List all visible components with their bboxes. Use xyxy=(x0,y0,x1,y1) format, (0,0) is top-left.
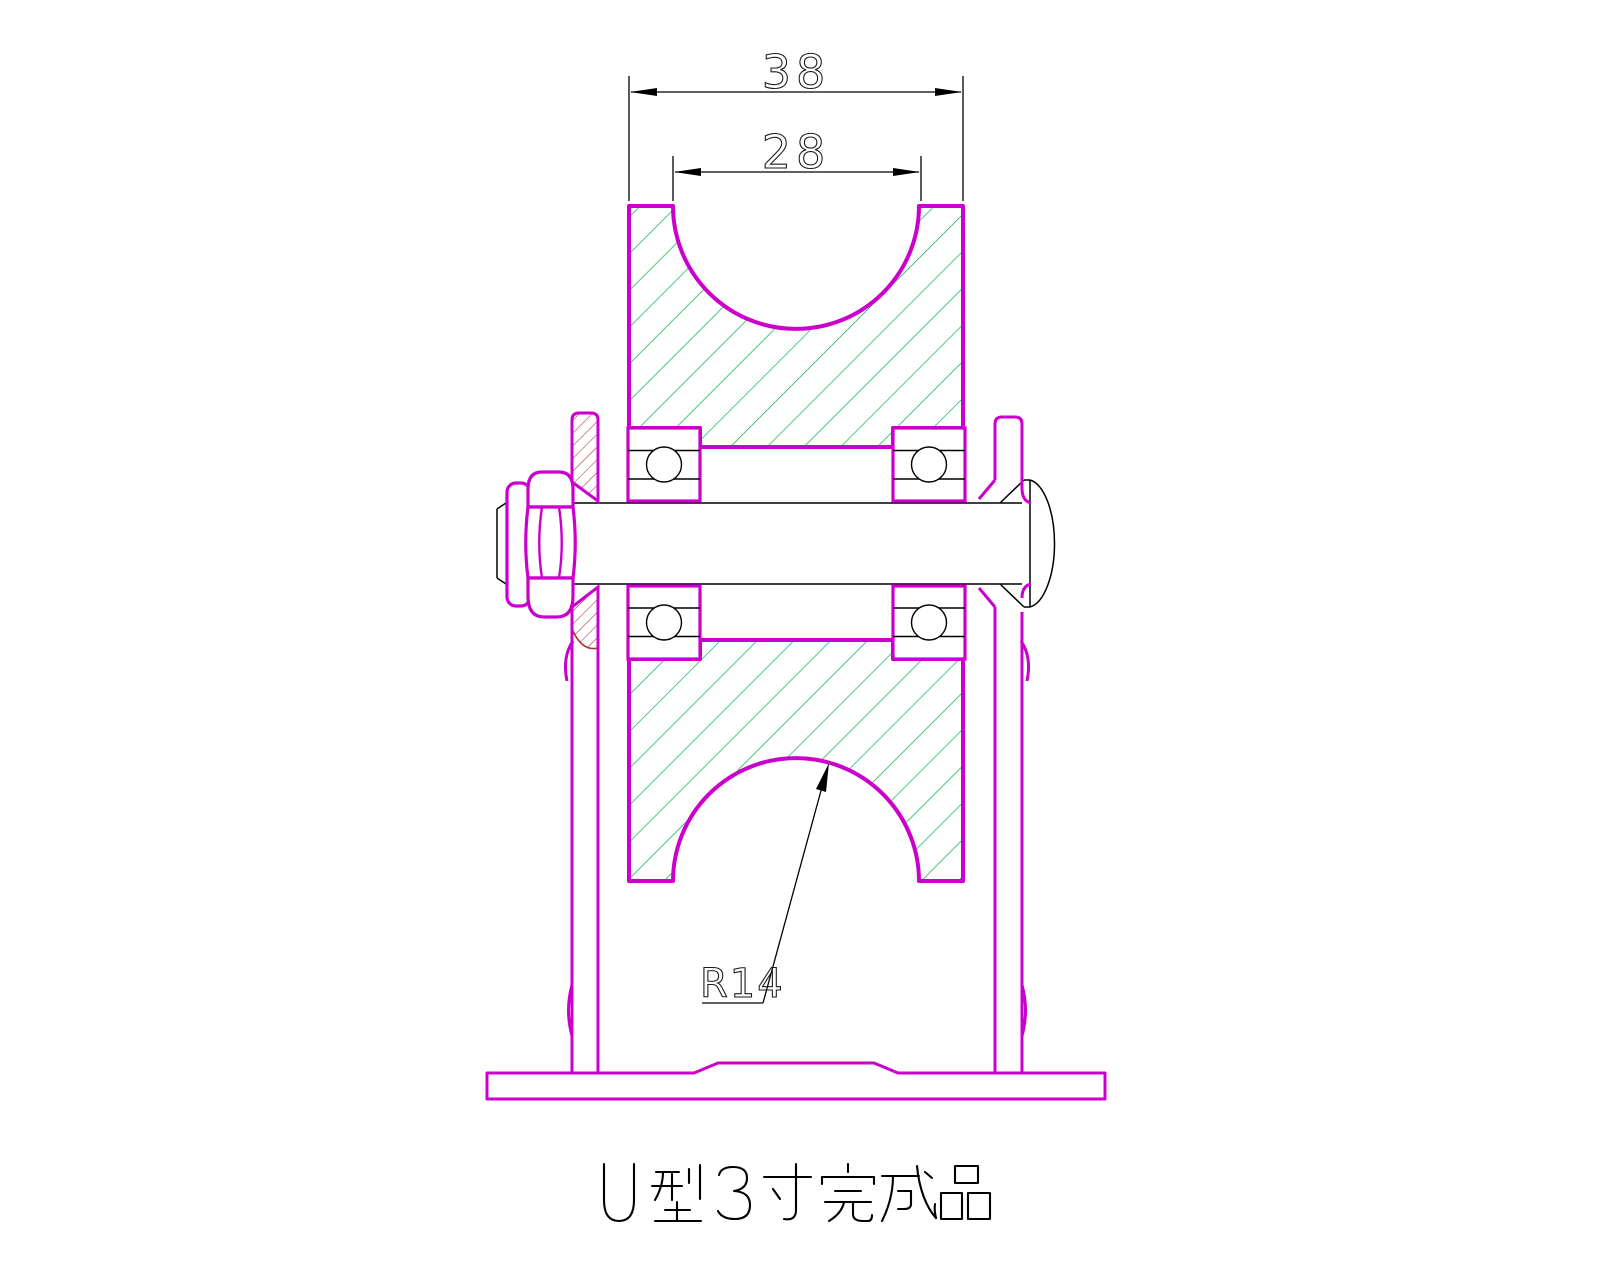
pulley-wheel xyxy=(627,204,965,883)
dimension-text-28: 28 xyxy=(762,125,831,179)
bearings xyxy=(626,426,967,661)
dimension-text-38: 38 xyxy=(762,45,831,99)
bearing-ball xyxy=(645,604,683,641)
bolt-head-dome xyxy=(1029,479,1056,608)
wheel-top-section xyxy=(627,204,965,449)
arrowhead-icon xyxy=(816,763,829,792)
bolt-chamfer xyxy=(496,502,507,510)
title-glyph-cheng xyxy=(880,1164,938,1223)
right-plate-upper-strip xyxy=(993,415,1024,488)
right-plate-bend-line xyxy=(1019,640,1030,682)
right-plate-slot-chamfer xyxy=(977,587,997,608)
right-plate-bend-line xyxy=(1020,984,1027,1037)
axle-bolt xyxy=(496,479,1056,608)
title-glyph-wan xyxy=(820,1162,876,1223)
right-plate-slot-chamfer xyxy=(977,479,997,500)
bearing-bottom-right xyxy=(891,584,967,661)
bearing-bottom-left xyxy=(626,584,702,661)
drawing-title xyxy=(602,1162,992,1223)
radius-leader xyxy=(702,763,829,1004)
nut-top-facet xyxy=(526,470,575,509)
frame-right-plate xyxy=(977,415,1032,1073)
nut-middle-facet xyxy=(524,505,577,580)
nut-corner-arc xyxy=(538,506,544,579)
left-plate-bend-line xyxy=(564,640,575,682)
bearing-top-left xyxy=(626,426,702,503)
drawing-title-text: U型3寸完成品 xyxy=(588,1150,1018,1240)
wheel-bottom-section xyxy=(627,638,965,883)
bearing-ball xyxy=(910,604,948,641)
radius-text-r14: R14 xyxy=(700,961,785,1007)
nut-corner-arc xyxy=(557,506,563,579)
bearing-ball xyxy=(910,446,948,483)
left-plate-upper-section xyxy=(570,411,600,504)
arrowhead-icon xyxy=(630,88,657,96)
left-plate-bend-line xyxy=(567,984,574,1037)
bearing-outline xyxy=(891,584,967,661)
bearing-ball xyxy=(645,446,683,483)
title-glyph-cun xyxy=(762,1162,813,1221)
dimension-overall-width xyxy=(628,76,964,201)
left-plate-boss-arc xyxy=(571,628,599,650)
left-plate-lower-edge xyxy=(570,583,600,648)
leader-line xyxy=(762,786,823,1004)
arrowhead-icon xyxy=(674,168,701,176)
bolt-head-flare xyxy=(999,479,1025,504)
nut-bottom-facet xyxy=(526,576,575,619)
arrowhead-icon xyxy=(893,168,920,176)
hex-nut xyxy=(524,470,577,619)
dimension-groove-width xyxy=(672,156,922,201)
frame-left-plate xyxy=(564,411,600,1073)
base-plate xyxy=(485,1061,1107,1101)
bolt-chamfer xyxy=(496,577,507,585)
right-plate-corner-arc xyxy=(1020,582,1032,599)
right-plate-corner-arc xyxy=(1020,487,1032,505)
bearing-top-right xyxy=(891,426,967,503)
title-glyph-pin xyxy=(939,1164,992,1221)
title-glyph-xing xyxy=(650,1163,703,1223)
title-glyph-3 xyxy=(716,1165,752,1221)
title-glyph-u xyxy=(602,1162,636,1223)
bolt-head-flare xyxy=(999,583,1025,608)
arrowhead-icon xyxy=(935,88,962,96)
